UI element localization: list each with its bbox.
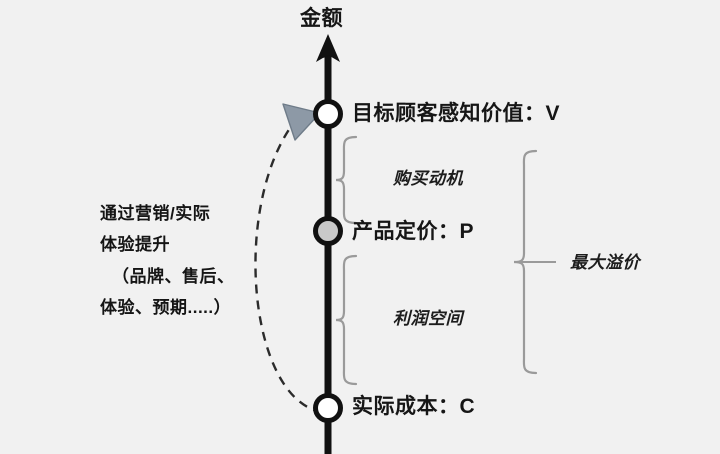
uplift-dashed-curve bbox=[254, 127, 323, 414]
node-marker-price bbox=[313, 216, 343, 246]
node-label-cost: 实际成本：C bbox=[352, 395, 476, 418]
brace-label-premium: 最大溢价 bbox=[570, 253, 640, 272]
axis-title: 金额 bbox=[300, 7, 343, 30]
brace-motive bbox=[335, 135, 358, 225]
node-marker-cost bbox=[313, 393, 343, 423]
brace-profit bbox=[335, 254, 358, 386]
side-note-line: 体验提升 bbox=[100, 235, 170, 255]
brace-label-profit: 利润空间 bbox=[393, 309, 463, 328]
side-note: 通过营销/实际 体验提升 （品牌、售后、 体验、预期.....） bbox=[100, 198, 260, 324]
side-note-line: （品牌、售后、 bbox=[112, 266, 235, 286]
side-note-line: 通过营销/实际 bbox=[100, 204, 211, 223]
node-label-value: 目标顾客感知价值：V bbox=[352, 102, 561, 125]
brace-premium bbox=[513, 149, 538, 375]
axis-arrowhead-icon bbox=[316, 34, 340, 62]
node-label-price: 产品定价：P bbox=[352, 220, 475, 243]
uplift-arrowhead-icon bbox=[282, 103, 321, 141]
brace-label-motive: 购买动机 bbox=[393, 169, 463, 188]
node-marker-value bbox=[313, 99, 343, 129]
side-note-line: 体验、预期.....） bbox=[100, 298, 232, 318]
